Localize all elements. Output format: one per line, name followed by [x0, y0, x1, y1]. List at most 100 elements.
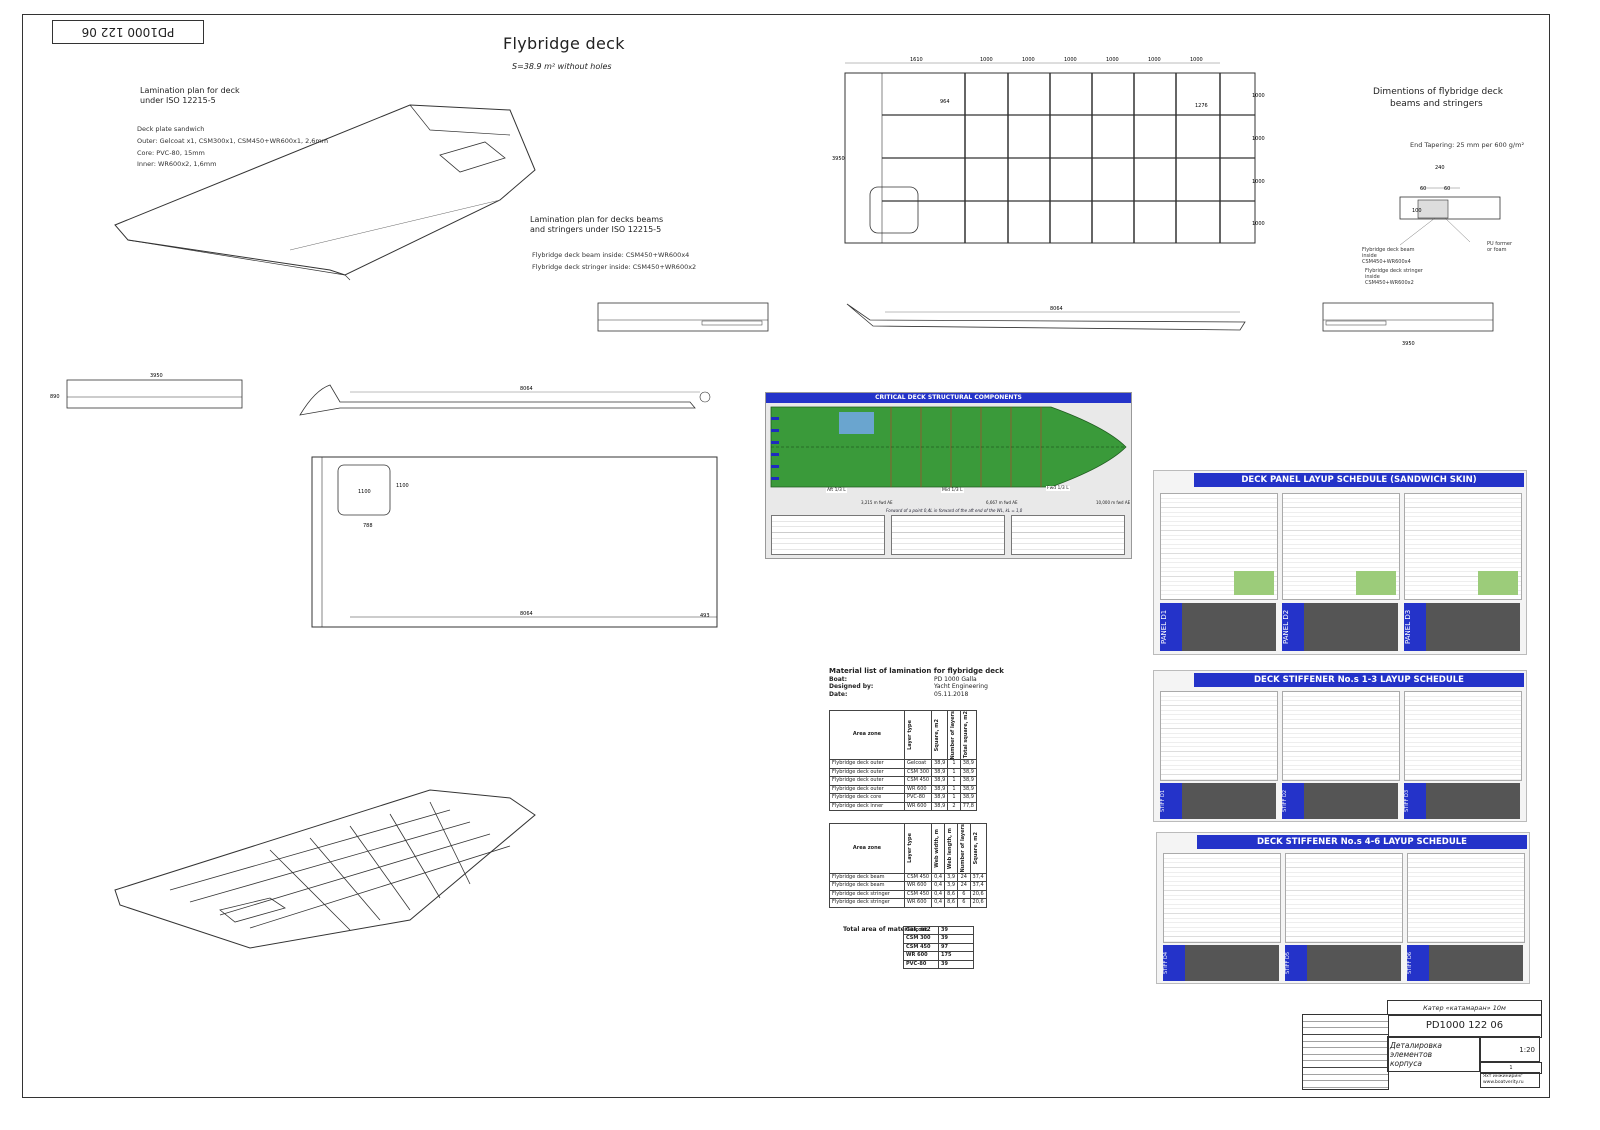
- layers-cell: 38,9: [931, 776, 949, 786]
- totals-cell: Gelcoat: [903, 925, 939, 936]
- totals-cell: CSM 450: [903, 942, 939, 953]
- crit-note: Forward of a point 0,4L in forward of th…: [886, 508, 1023, 513]
- beams-cell: WR 600: [903, 898, 933, 908]
- layers-cell: 38,9: [931, 784, 949, 794]
- dim-top-2: 1000: [980, 57, 993, 63]
- dim-right-2: 1000: [1252, 136, 1265, 142]
- layers-cell: Gelcoat: [903, 759, 933, 769]
- lam-beams-title-2: and stringers under ISO 12215-5: [530, 225, 662, 234]
- beams-cell: CSM 450: [903, 872, 933, 883]
- mid-label: Mid 1/3 L: [941, 488, 964, 493]
- pu-former-label: PU former or foam: [1487, 241, 1513, 253]
- beams-header: Web length, m: [944, 823, 959, 874]
- x1-label: 3,215 m fwd AE: [861, 500, 893, 505]
- outer-note: Outer: Gelcoat x1, CSM300x1, CSM450+WR60…: [137, 137, 329, 145]
- dim-left-total: 3950: [832, 156, 845, 162]
- totals-cell: PVC-80: [903, 959, 939, 970]
- panel-d3-tag: PANEL D3: [1404, 603, 1426, 651]
- dim-3950-right: 3950: [1402, 341, 1415, 347]
- beams-cell: 24: [957, 881, 971, 891]
- beams-cell: 6: [957, 889, 971, 900]
- stiff-d4-tag: STIFF D4: [1163, 945, 1185, 981]
- dim-right-4: 1000: [1252, 221, 1265, 227]
- fwd-label: Fwd 1/3 L: [1046, 486, 1070, 491]
- layers-cell: 77,8: [959, 801, 977, 811]
- beams-header: Layer type: [903, 823, 933, 874]
- ml-boat-label: Boat:: [829, 675, 848, 683]
- beams-cell: 0,4: [931, 881, 946, 891]
- lam-beams-title-1: Lamination plan for decks beams: [530, 215, 664, 224]
- totals-cell: 39: [938, 959, 974, 970]
- stiffener-46-schedule: DECK STIFFENER No.s 4-6 LAYUP SCHEDULE S…: [1156, 832, 1530, 984]
- layers-header: Total square, m2: [959, 709, 977, 761]
- stiff-d3-tag: STIFF D3: [1404, 783, 1426, 819]
- core-note: Core: PVC-80, 15mm: [137, 149, 205, 157]
- dim-8064-b: 8064: [520, 386, 533, 392]
- layers-cell: Flybridge deck outer: [829, 767, 905, 777]
- dim-890: 890: [50, 394, 60, 400]
- dim-1100b: 1100: [396, 483, 409, 489]
- tb-name-2: корпуса: [1390, 1059, 1422, 1068]
- tb-company-2: www.boatverity.ru: [1483, 1080, 1524, 1085]
- totals-cell: 39: [938, 934, 974, 944]
- beam-section-detail: 240 60 60 100: [1399, 165, 1501, 246]
- totals-cell: WR 600: [903, 951, 939, 961]
- dim-3950-left: 3950: [150, 373, 163, 379]
- beams-cell: 8,6: [944, 889, 959, 900]
- dim-8064-a: 8064: [1050, 306, 1063, 312]
- layers-header: Area zone: [829, 709, 905, 761]
- dim-right-1: 1000: [1252, 93, 1265, 99]
- beams-cell: 20,6: [969, 889, 987, 900]
- layers-cell: 38,9: [931, 793, 949, 803]
- dim-right-3: 1000: [1252, 179, 1265, 185]
- tb-project: Катер «катамаран» 10м: [1387, 1000, 1542, 1016]
- layers-cell: 1: [947, 767, 961, 777]
- panel-schedule-title: DECK PANEL LAYUP SCHEDULE (SANDWICH SKIN…: [1194, 473, 1524, 487]
- totals-cell: 175: [938, 951, 974, 961]
- ml-boat: PD 1000 Galla: [934, 675, 977, 683]
- title-block: Катер «катамаран» 10м PD1000 122 06 Дета…: [1302, 1000, 1542, 1090]
- layers-cell: Flybridge deck core: [829, 793, 905, 803]
- profile-view-long: 8064: [846, 303, 1246, 331]
- ml-designed: Yacht Engineering: [934, 683, 988, 690]
- dim-1100a: 1100: [358, 489, 371, 495]
- layers-cell: 38,9: [959, 793, 977, 803]
- beams-cell: Flybridge deck stringer: [829, 898, 905, 908]
- beams-cell: 3,9: [944, 872, 959, 883]
- stiff46-title: DECK STIFFENER No.s 4-6 LAYUP SCHEDULE: [1197, 835, 1527, 849]
- ml-designed-label: Designed by:: [829, 683, 874, 690]
- ml-heading: Material list of lamination for flybridg…: [829, 667, 1004, 675]
- layers-cell: 1: [947, 776, 961, 786]
- deck-isometric-bottom: [114, 789, 536, 949]
- beams-cell: Flybridge deck beam: [829, 872, 905, 883]
- stiff-d6-tag: STIFF D6: [1407, 945, 1429, 981]
- lam-deck-title-1: Lamination plan for deck: [140, 86, 240, 95]
- tb-name-1: Деталировка элементов: [1390, 1041, 1443, 1059]
- stiff-d1-tag: STIFF D1: [1160, 783, 1182, 819]
- layers-cell: 38,9: [959, 759, 977, 769]
- dim-8064-c: 8064: [520, 611, 533, 617]
- layers-header: Layer type: [903, 709, 933, 761]
- layers-header: Number of layers: [947, 709, 961, 761]
- totals-cell: CSM 300: [903, 934, 939, 944]
- dim-1276: 1276: [1195, 103, 1208, 109]
- beam-label: Flybridge deck beam inside CSM450+WR600x…: [1362, 247, 1415, 265]
- ml-meta: Boat: PD 1000 Galla Designed by: Yacht E…: [829, 676, 1004, 706]
- deck-plan-view: 1100 1100 788 8064 493: [311, 456, 718, 628]
- dims-title-1: Dimentions of flybridge deck: [1373, 87, 1503, 97]
- crit-tables: [771, 515, 1126, 555]
- beams-cell: 20,6: [969, 898, 987, 908]
- layers-cell: 1: [947, 759, 961, 769]
- tb-signature-grid: [1302, 1014, 1389, 1090]
- dim-top-4: 1000: [1064, 57, 1077, 63]
- tb-company-1: Яхт инжиниринг: [1483, 1074, 1523, 1079]
- end-view: 3950 890: [50, 373, 243, 409]
